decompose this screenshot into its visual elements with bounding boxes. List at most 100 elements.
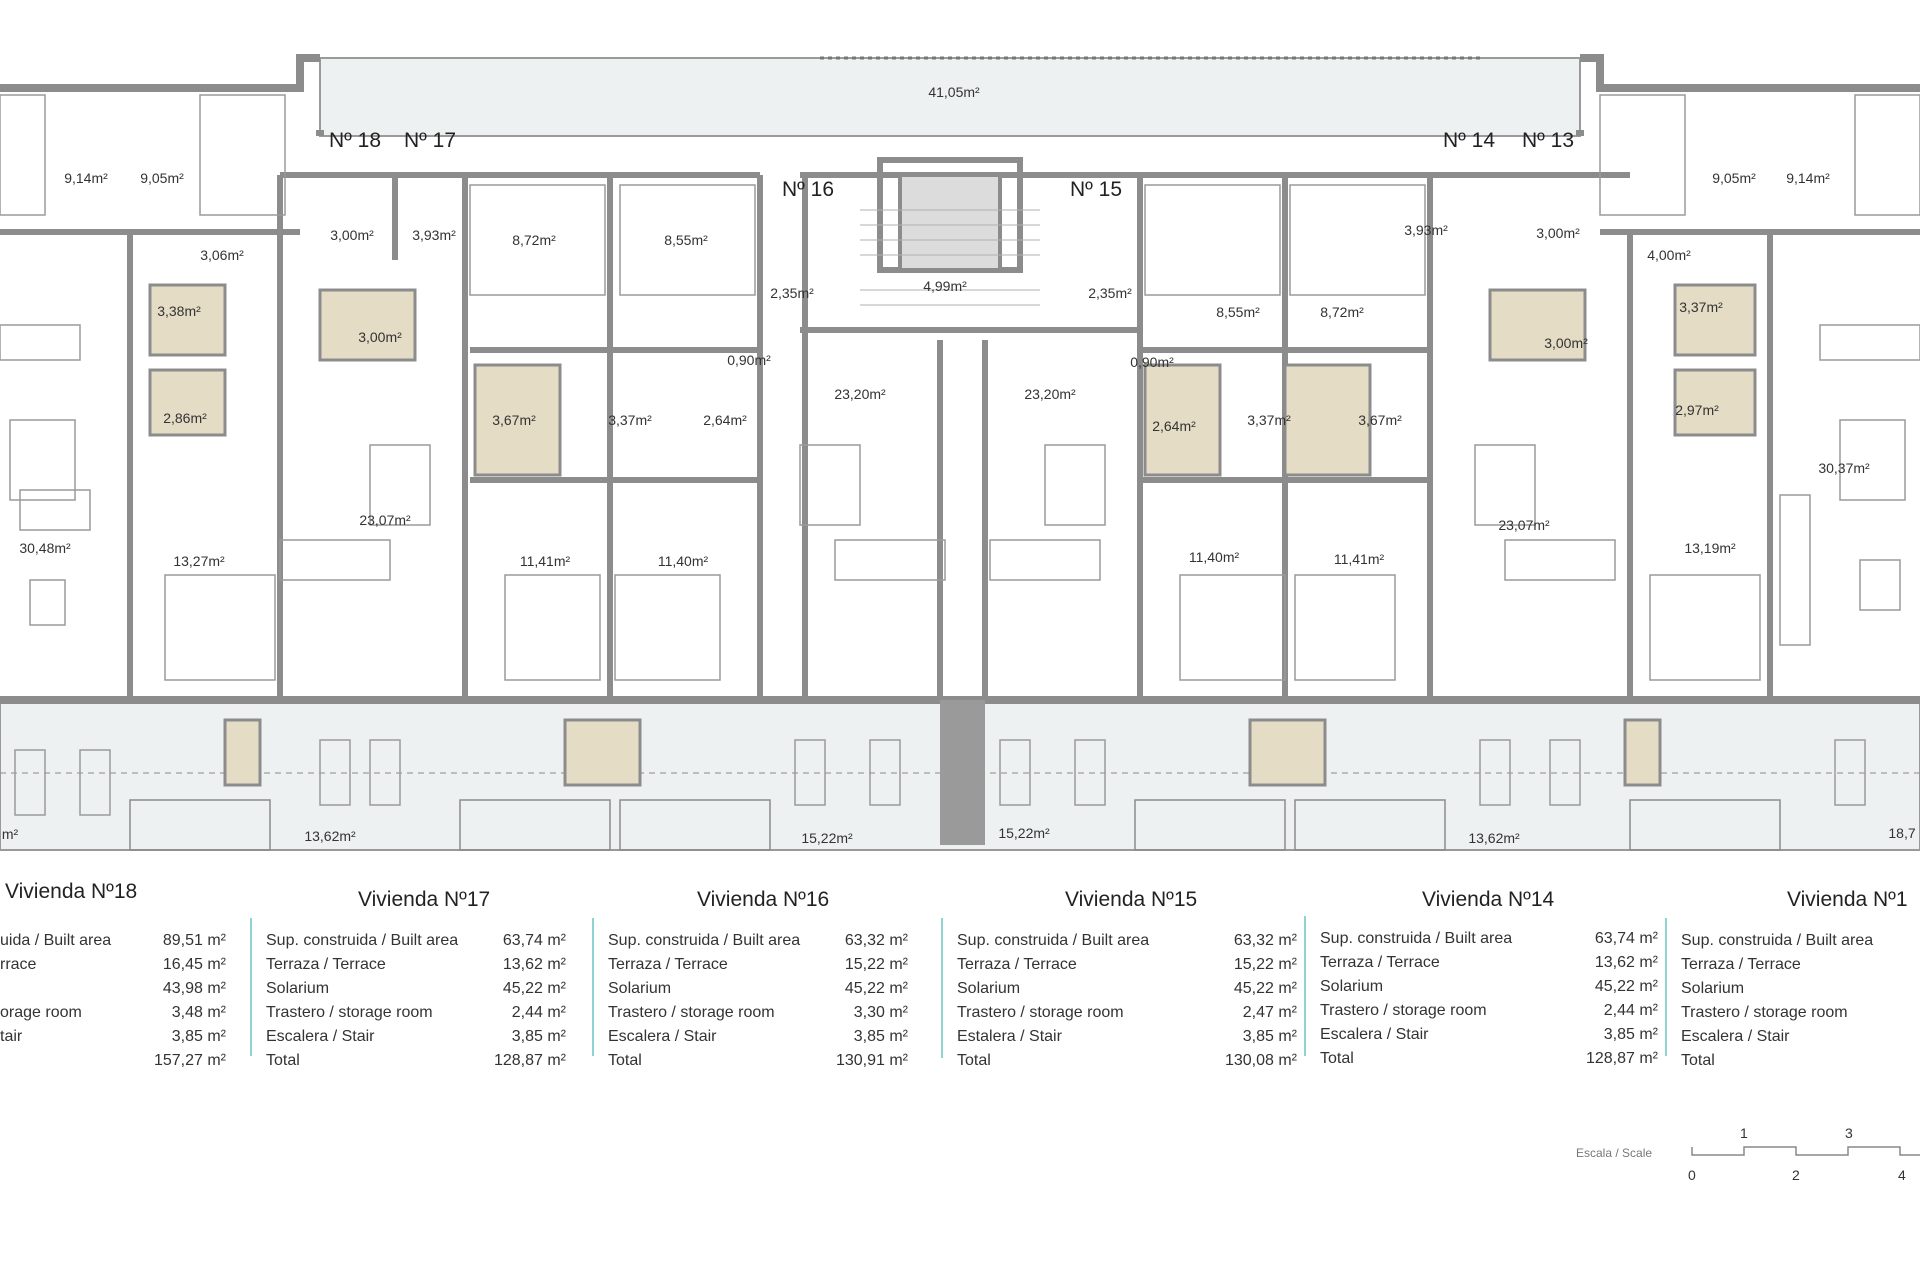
unit-table-title: Vivienda Nº16 (697, 888, 830, 911)
area-label: 3,37m² (1679, 299, 1723, 315)
area-label: 11,41m² (519, 553, 571, 569)
area-label: 3,00m² (330, 227, 374, 243)
area-label: 2,64m² (703, 412, 747, 428)
central-divider (940, 700, 985, 845)
scale-label: Escala / Scale (1576, 1146, 1653, 1160)
unit-table-row: Solarium (1681, 980, 1745, 997)
unit-number-18: Nº 18 (328, 129, 382, 152)
area-label: 4,00m² (1647, 247, 1691, 263)
scale-mark: 2 (1792, 1167, 1800, 1183)
area-label: 3,93m² (1404, 222, 1448, 238)
area-label: 3,67m² (1358, 412, 1402, 428)
area-label: 9,05m² (1712, 170, 1756, 186)
area-label: 0,90m² (727, 352, 771, 368)
area-label: 3,00m² (1544, 335, 1588, 351)
top-terrace (319, 57, 1581, 137)
area-label: 13,27m² (173, 553, 225, 569)
area-label: 23,20m² (1024, 386, 1076, 402)
area-label: 8,55m² (664, 232, 708, 248)
unit-number-15: Nº 15 (1069, 178, 1123, 201)
unit-number-13: Nº 13 (1521, 129, 1575, 152)
area-label: 30,48m² (19, 540, 71, 556)
area-label: 11,40m² (657, 553, 709, 569)
unit-table-title: Vivienda Nº17 (358, 888, 491, 911)
area-label: 41,05m² (928, 84, 980, 100)
area-label: 23,07m² (1498, 517, 1550, 533)
area-label: 13,62m² (1468, 830, 1520, 846)
area-label: 9,14m² (1786, 170, 1830, 186)
unit-table-row: rrace (0, 956, 37, 973)
area-label: 3,38m² (157, 303, 201, 319)
unit-table-row: Sup. construida / Built area (1681, 932, 1874, 949)
floor-plan (0, 54, 1920, 851)
area-label: 2,86m² (163, 410, 207, 426)
unit-number-16: Nº 16 (781, 178, 835, 201)
area-label: 3,00m² (1536, 225, 1580, 241)
scale-bar: Escala / Scale 1 3 0 2 4 (1570, 1125, 1920, 1185)
unit-table-row: orage room (0, 1004, 82, 1021)
area-label: 11,40m² (1188, 549, 1240, 565)
area-label: 3,37m² (1247, 412, 1291, 428)
scale-mark: 0 (1688, 1167, 1696, 1183)
loungers (14, 739, 1866, 816)
unit-table-title: Vivienda Nº1 (1787, 888, 1908, 911)
area-label: 3,67m² (492, 412, 536, 428)
area-label: 0,90m² (1130, 354, 1174, 370)
furniture (0, 94, 1920, 681)
unit-table-18-values: 89,51 m² 16,45 m² 43,98 m² 3,48 m² 3,85 … (153, 932, 226, 1069)
unit-table-row: Escalera / Stair (1681, 1028, 1790, 1045)
unit-table-row: Terraza / Terrace (1681, 956, 1801, 973)
area-label: 3,06m² (200, 247, 244, 263)
area-label: 8,72m² (512, 232, 556, 248)
area-label: 3,37m² (608, 412, 652, 428)
area-label: 8,72m² (1320, 304, 1364, 320)
area-label: 15,22m² (801, 830, 853, 846)
area-label: 9,05m² (140, 170, 184, 186)
area-label: 23,07m² (359, 512, 411, 528)
area-label: 2,97m² (1675, 402, 1719, 418)
bathrooms (148, 283, 1757, 787)
unit-table-row: Trastero / storage room (1681, 1004, 1848, 1021)
area-label: 15,22m² (998, 825, 1050, 841)
area-label: 3,93m² (412, 227, 456, 243)
stair-core (860, 173, 1040, 306)
unit-table-row: tair (0, 1028, 23, 1045)
inner-walls (0, 157, 1920, 700)
unit-table-title: Vivienda Nº15 (1065, 888, 1198, 911)
terrace-stairs (129, 799, 1781, 851)
scale-mark: 1 (1740, 1125, 1748, 1141)
area-label: 23,20m² (834, 386, 886, 402)
area-label: 13,62m² (304, 828, 356, 844)
area-label: 13,19m² (1684, 540, 1736, 556)
unit-number-14: Nº 14 (1442, 129, 1496, 152)
area-label: m² (1, 826, 19, 842)
area-label: 11,41m² (1333, 551, 1385, 567)
scale-mark: 3 (1845, 1125, 1853, 1141)
unit-table-title: Vivienda Nº18 (5, 880, 138, 903)
area-label: 2,35m² (1088, 285, 1132, 301)
area-label: 2,64m² (1152, 418, 1196, 434)
area-label: 3,00m² (358, 329, 402, 345)
unit-table-title: Vivienda Nº14 (1422, 888, 1555, 911)
